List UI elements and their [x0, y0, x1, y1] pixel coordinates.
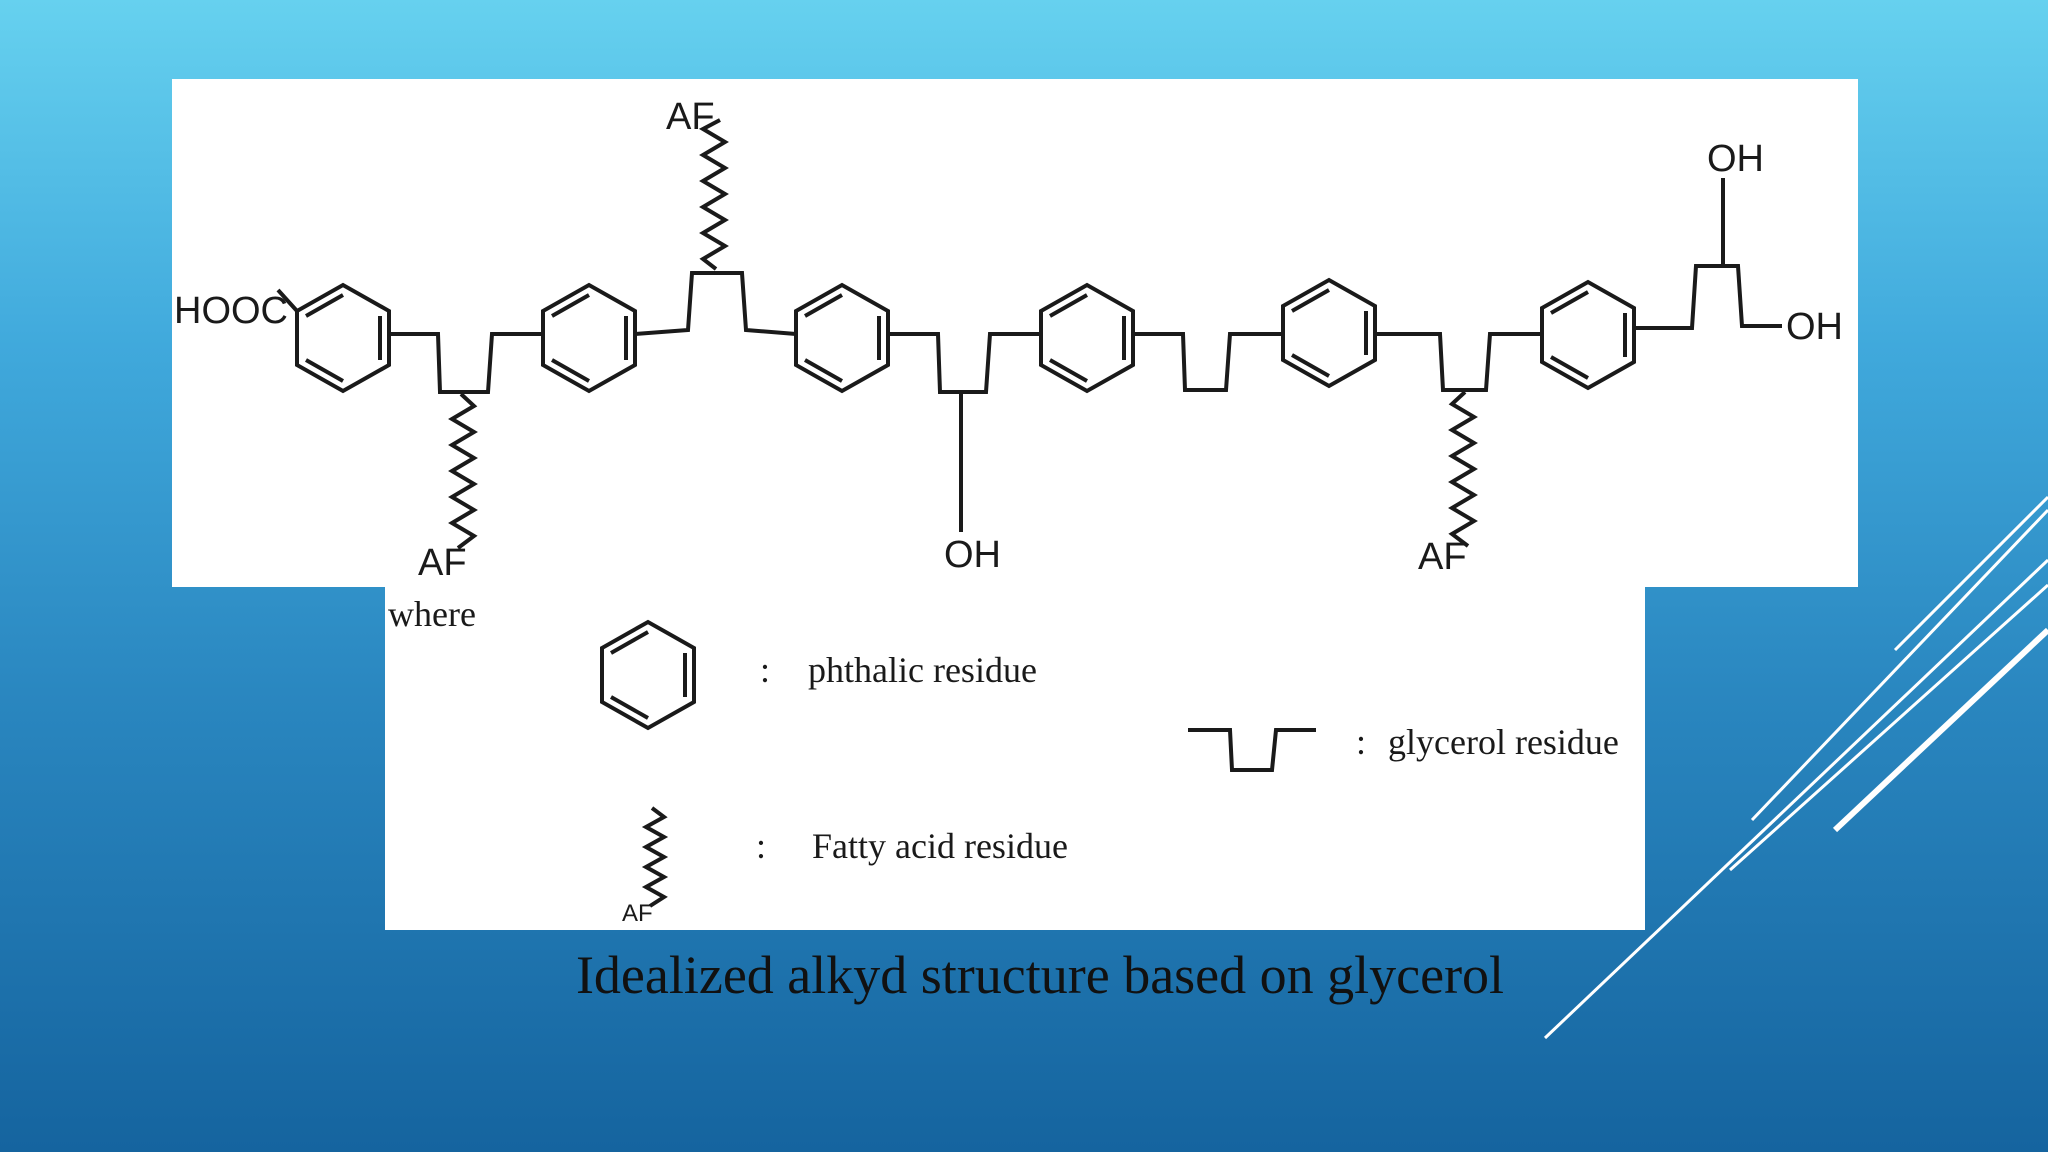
legend-fatty-acid-label: Fatty acid residue [812, 826, 1068, 866]
legend-phthalic-label: phthalic residue [808, 650, 1037, 690]
fatty-acid-chain-right [1448, 390, 1478, 548]
diagram-panel-legend [385, 587, 1645, 930]
legend-colon-phthalic: : [760, 650, 771, 690]
fatty-acid-chain-left [448, 392, 478, 550]
oh-label-middle: OH [944, 534, 1001, 576]
benzene-ring-4 [1039, 282, 1135, 394]
legend-colon-fatty: : [756, 826, 767, 866]
legend-colon-glycerol: : [1356, 722, 1367, 762]
af-label-top: AF [666, 96, 715, 138]
oh-label-right-top: OH [1707, 138, 1764, 180]
benzene-ring-6 [1540, 279, 1636, 391]
benzene-ring-3 [794, 282, 890, 394]
benzene-ring-5 [1281, 277, 1377, 389]
fatty-acid-chain-top [698, 118, 729, 271]
hooc-label: HOOC [174, 290, 288, 332]
af-label-left: AF [418, 542, 467, 584]
legend-glycerol-label: glycerol residue [1388, 722, 1619, 762]
benzene-ring-2 [541, 282, 637, 394]
legend-benzene-symbol [600, 619, 696, 731]
legend-where-label: where [388, 594, 476, 634]
legend-af-small-label: AF [622, 900, 653, 927]
structure-bonds [276, 118, 1782, 908]
legend-fatty-acid-symbol [641, 806, 669, 908]
slide-caption: Idealized alkyd structure based on glyce… [575, 945, 1505, 1005]
oh-label-right-side: OH [1786, 306, 1843, 348]
legend-glycerol-symbol [1188, 728, 1316, 772]
af-label-right: AF [1418, 536, 1467, 578]
